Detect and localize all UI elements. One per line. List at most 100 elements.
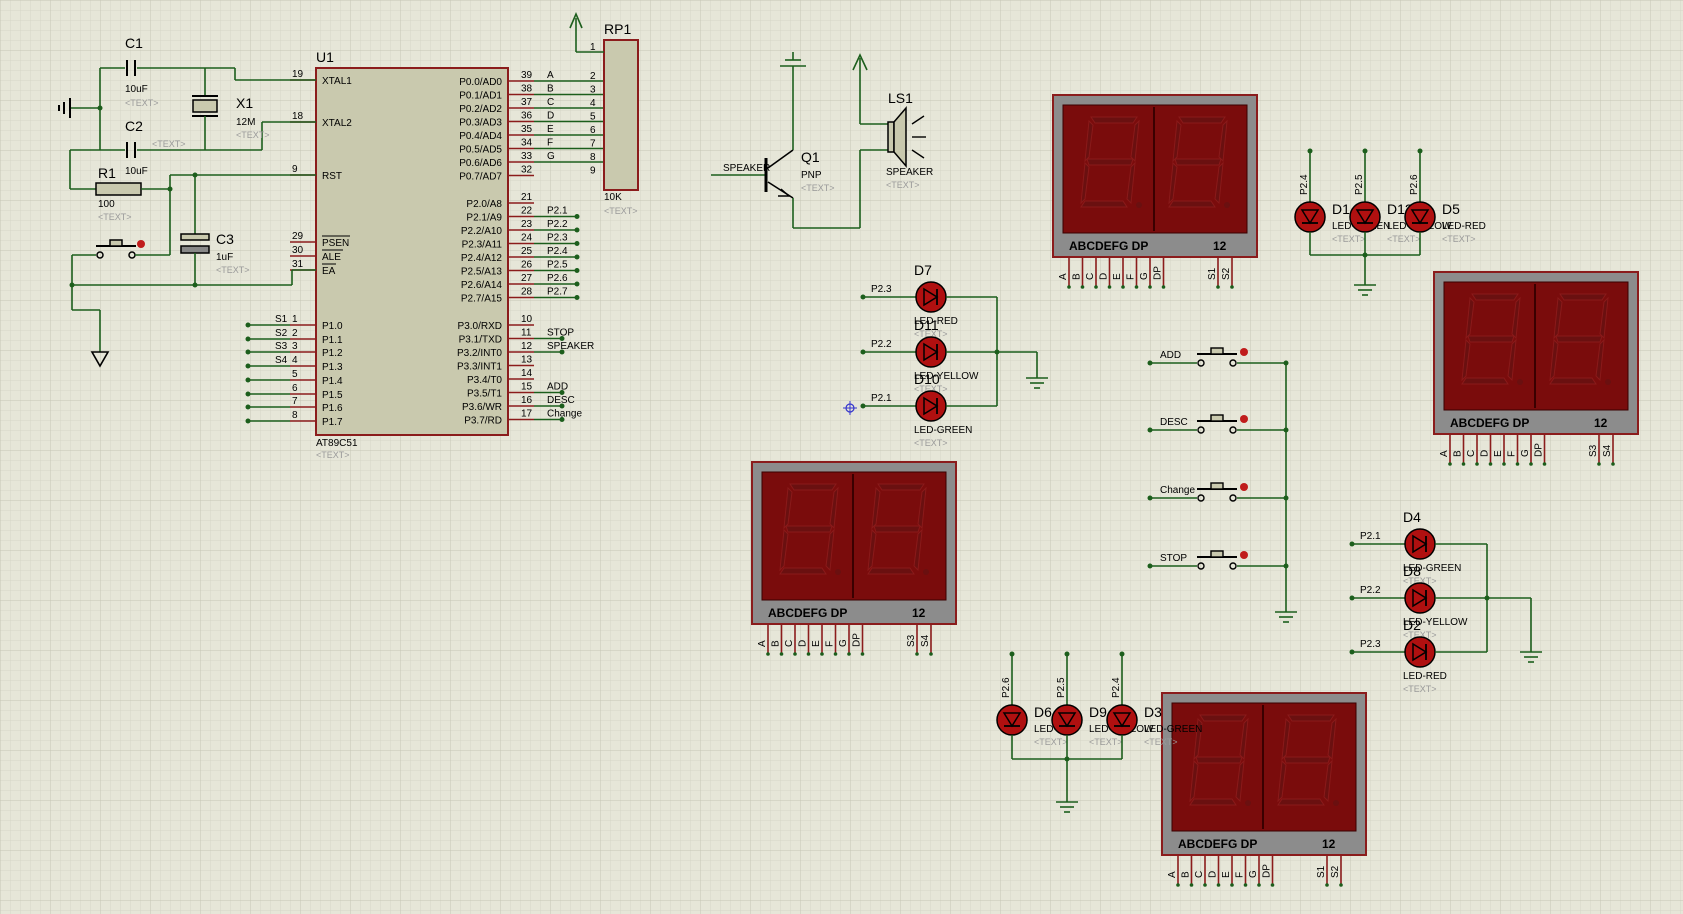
net-label: S2 — [275, 328, 288, 339]
button-desc[interactable]: DESC — [1147, 414, 1289, 434]
display-pin-label: G — [1520, 449, 1531, 457]
pin-number: 18 — [292, 111, 304, 122]
pin-number: 24 — [521, 233, 533, 244]
digit-label: 12 — [912, 606, 926, 620]
button-label: DESC — [1160, 417, 1188, 428]
display-pin-label: E — [811, 640, 822, 647]
mcu-part: AT89C51 — [316, 438, 358, 449]
mcu-pin-1[interactable]: 1P1.0S1 — [245, 314, 344, 332]
led-net-label: P2.2 — [1360, 585, 1381, 596]
mcu-pin-7[interactable]: 7P1.6 — [245, 396, 344, 414]
pin-number: 16 — [521, 395, 533, 406]
display-pin-label: DP — [1153, 266, 1164, 280]
button-change[interactable]: Change — [1147, 482, 1289, 502]
mcu-pin-5[interactable]: 5P1.4 — [245, 369, 344, 387]
net-label: G — [547, 151, 555, 162]
speaker-driver[interactable]: SPEAKER Q1 PNP <TEXT> LS1 SPEAKER <TEXT> — [711, 52, 933, 229]
c1-text: <TEXT> — [125, 98, 159, 108]
oscillator-circuit[interactable]: C1 10uF <TEXT> C2 10uF <TEXT> X1 12M <TE… — [58, 35, 316, 368]
mcu-right-pins: 39P0.0/AD0A38P0.1/AD1B37P0.2/AD2C36P0.3/… — [457, 70, 604, 427]
mcu-u1[interactable]: U1 AT89C51 <TEXT> 19XTAL118XTAL29RST29PS… — [245, 49, 605, 460]
button-add[interactable]: ADD — [1147, 347, 1289, 367]
display-pin-label: C — [1085, 273, 1096, 280]
button-label: Change — [1160, 485, 1195, 496]
rp1-pin: 8 — [590, 152, 596, 163]
display-pin-label: A — [1167, 871, 1178, 878]
pin-name: P0.7/AD7 — [459, 172, 502, 183]
mcu-pin-8[interactable]: 8P1.7 — [245, 410, 344, 428]
display-pin-label: A — [1058, 273, 1069, 280]
mcu-pin-2[interactable]: 2P1.1S2 — [245, 328, 344, 346]
pin-name: P1.4 — [322, 376, 343, 387]
led-text: <TEXT> — [914, 384, 948, 394]
net-label: P2.5 — [547, 260, 568, 271]
button-stop[interactable]: STOP — [1147, 550, 1289, 570]
pin-number: 25 — [521, 246, 533, 257]
segment-label: ABCDEFG DP — [1178, 837, 1257, 851]
mcu-pin-6[interactable]: 6P1.5 — [245, 383, 344, 401]
pin-name: P1.2 — [322, 348, 343, 359]
pin-number: 31 — [292, 259, 304, 270]
mcu-pin-4[interactable]: 4P1.3S4 — [245, 355, 344, 373]
pin-number: 37 — [521, 97, 533, 108]
pin-name: P1.6 — [322, 403, 343, 414]
display-pin-label: D — [1480, 450, 1491, 457]
display-pin-label: DP — [1534, 443, 1545, 457]
led-part: LED-YELLOW — [914, 371, 979, 382]
pin-name: P1.3 — [322, 362, 343, 373]
pin-name: P0.0/AD0 — [459, 77, 502, 88]
led-group-topright: P2.4D1LED-GREEN<TEXT>P2.5D12LED-YELLOW<T… — [1294, 148, 1486, 296]
led-text: <TEXT> — [1034, 737, 1068, 747]
led-net-label: P2.3 — [1360, 639, 1381, 650]
pin-number: 13 — [521, 355, 533, 366]
mcu-pin-3[interactable]: 3P1.2S3 — [245, 341, 344, 359]
net-label: P2.3 — [547, 233, 568, 244]
pin-number: 3 — [292, 341, 298, 352]
led-net-label: P2.5 — [1056, 677, 1067, 698]
